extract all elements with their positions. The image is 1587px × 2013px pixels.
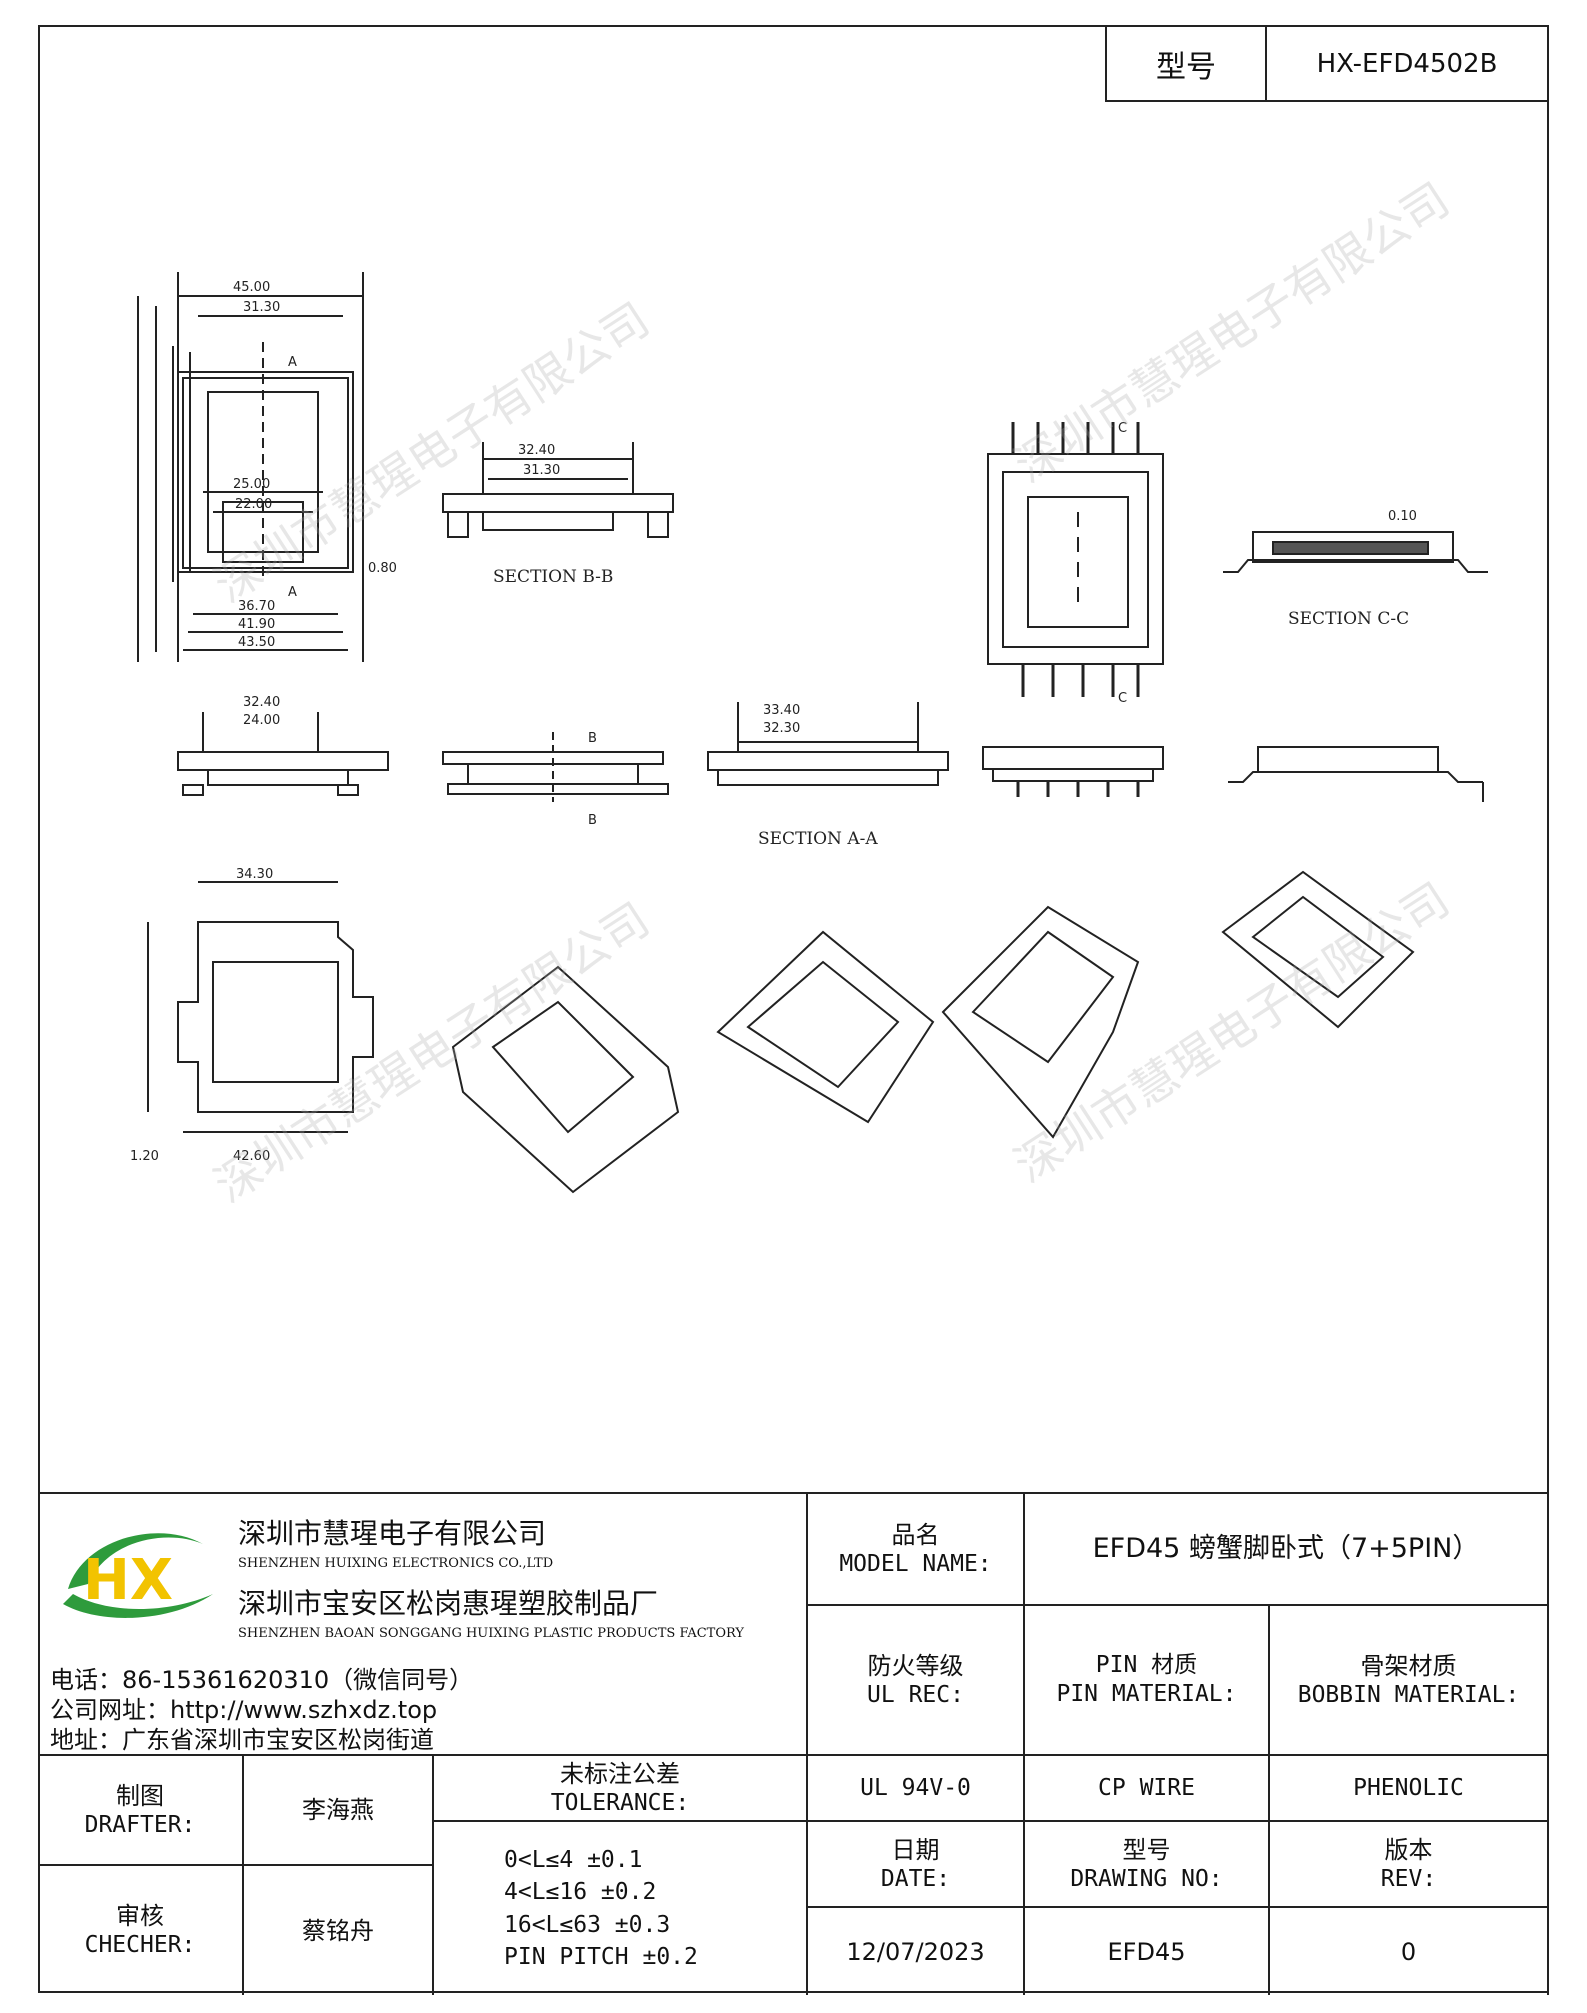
mark-a-bottom: A — [288, 585, 297, 600]
pin-material-value: CP WIRE — [1025, 1756, 1270, 1822]
mark-b-top: B — [588, 731, 597, 746]
company-address: 地址：广东省深圳市宝安区松岗街道 — [50, 1726, 434, 1754]
factory-name-cn: 深圳市宝安区松岗惠瑆塑胶制品厂 — [238, 1587, 659, 1620]
rev-label: 版本 REV: — [1270, 1822, 1549, 1908]
dim-top-4350: 43.50 — [238, 635, 275, 650]
drafter-label: 制图 DRAFTER: — [38, 1756, 244, 1866]
section-cc-view — [1223, 531, 1488, 573]
dim-front-2400: 24.00 — [243, 713, 280, 728]
title-block: HX 深圳市慧瑆电子有限公司 SHENZHEN HUIXING ELECTRON… — [38, 1492, 1549, 1995]
date-value: 12/07/2023 — [808, 1908, 1025, 1995]
dim-top-22: 22.00 — [235, 497, 272, 512]
model-header-box: 型号 HX-EFD4502B — [1105, 25, 1549, 102]
model-label: 型号 — [1107, 27, 1267, 100]
model-value: HX-EFD4502B — [1316, 48, 1498, 79]
dim-bottom-4260: 42.60 — [233, 1149, 270, 1164]
mark-c-top: C — [1118, 421, 1127, 436]
dim-top-3670: 36.70 — [238, 599, 275, 614]
iso-views — [451, 870, 1415, 1194]
ul-rec-label: 防火等级 UL REC: — [808, 1606, 1025, 1756]
dim-bb-3240: 32.40 — [518, 443, 555, 458]
checker-name: 蔡铭舟 — [244, 1866, 434, 1995]
pin-side-view — [987, 422, 1164, 697]
dim-aa-3230: 32.30 — [763, 721, 800, 736]
tolerance-label: 未标注公差 TOLERANCE: — [434, 1756, 808, 1822]
company-website: 公司网址：http://www.szhxdz.top — [50, 1696, 438, 1724]
top-view — [137, 272, 364, 662]
section-aa-view — [707, 702, 949, 786]
mark-a-top: A — [288, 355, 297, 370]
rev-value: 0 — [1270, 1908, 1549, 1995]
drawing-frame — [38, 25, 1549, 1993]
mark-c-bottom: C — [1118, 691, 1127, 706]
company-name-cn: 深圳市慧瑆电子有限公司 — [238, 1517, 547, 1550]
dim-cc-010: 0.10 — [1388, 509, 1417, 524]
caption-section-cc: SECTION C-C — [1288, 609, 1409, 629]
dim-bottom-120: 1.20 — [130, 1149, 159, 1164]
section-bb-view — [442, 442, 674, 538]
dim-bb-3130: 31.30 — [523, 463, 560, 478]
company-info: HX 深圳市慧瑆电子有限公司 SHENZHEN HUIXING ELECTRON… — [38, 1494, 808, 1756]
company-name-en: SHENZHEN HUIXING ELECTRONICS CO.,LTD — [238, 1556, 554, 1571]
side-view-2 — [982, 746, 1164, 797]
caption-section-bb: SECTION B-B — [493, 567, 613, 587]
model-name-value: EFD45 螃蟹脚卧式（7+5PIN） — [1025, 1494, 1549, 1606]
bobbin-material-value: PHENOLIC — [1270, 1756, 1549, 1822]
svg-text:HX: HX — [83, 1548, 173, 1613]
bottom-view — [147, 881, 374, 1133]
side-view-3 — [1228, 746, 1484, 802]
drawing-no-value: EFD45 — [1025, 1908, 1270, 1995]
dim-front-3240: 32.40 — [243, 695, 280, 710]
bobbin-material-label: 骨架材质 BOBBIN MATERIAL: — [1270, 1606, 1549, 1756]
dim-top-inner: 31.30 — [243, 300, 280, 315]
dim-top-width: 45.00 — [233, 280, 270, 295]
caption-section-aa: SECTION A-A — [758, 829, 878, 849]
date-label: 日期 DATE: — [808, 1822, 1025, 1908]
factory-name-en: SHENZHEN BAOAN SONGGANG HUIXING PLASTIC … — [238, 1626, 744, 1641]
checker-label: 审核 CHECHER: — [38, 1866, 244, 1995]
dim-top-080: 0.80 — [368, 561, 397, 576]
model-name-label: 品名 MODEL NAME: — [808, 1494, 1025, 1606]
ul-value: UL 94V-0 — [808, 1756, 1025, 1822]
drafter-name: 李海燕 — [244, 1756, 434, 1866]
front-view — [177, 712, 389, 796]
dim-aa-3340: 33.40 — [763, 703, 800, 718]
dim-bottom-3430: 34.30 — [236, 867, 273, 882]
mark-b-bottom: B — [588, 813, 597, 828]
company-phone: 电话：86-15361620310（微信同号） — [50, 1666, 474, 1694]
tolerance-values: 0<L≤4 ±0.1 4<L≤16 ±0.2 16<L≤63 ±0.3 PIN … — [434, 1822, 808, 1995]
side-view-b — [442, 732, 669, 802]
company-logo-icon: HX — [63, 1533, 213, 1618]
technical-drawing: SECTION B-B SECTION C-C SECTION A-A 45.0… — [130, 272, 1488, 1194]
dim-top-4190: 41.90 — [238, 617, 275, 632]
pin-material-label: PIN 材质 PIN MATERIAL: — [1025, 1606, 1270, 1756]
dim-top-25: 25.00 — [233, 477, 270, 492]
drawing-no-label: 型号 DRAWING NO: — [1025, 1822, 1270, 1908]
